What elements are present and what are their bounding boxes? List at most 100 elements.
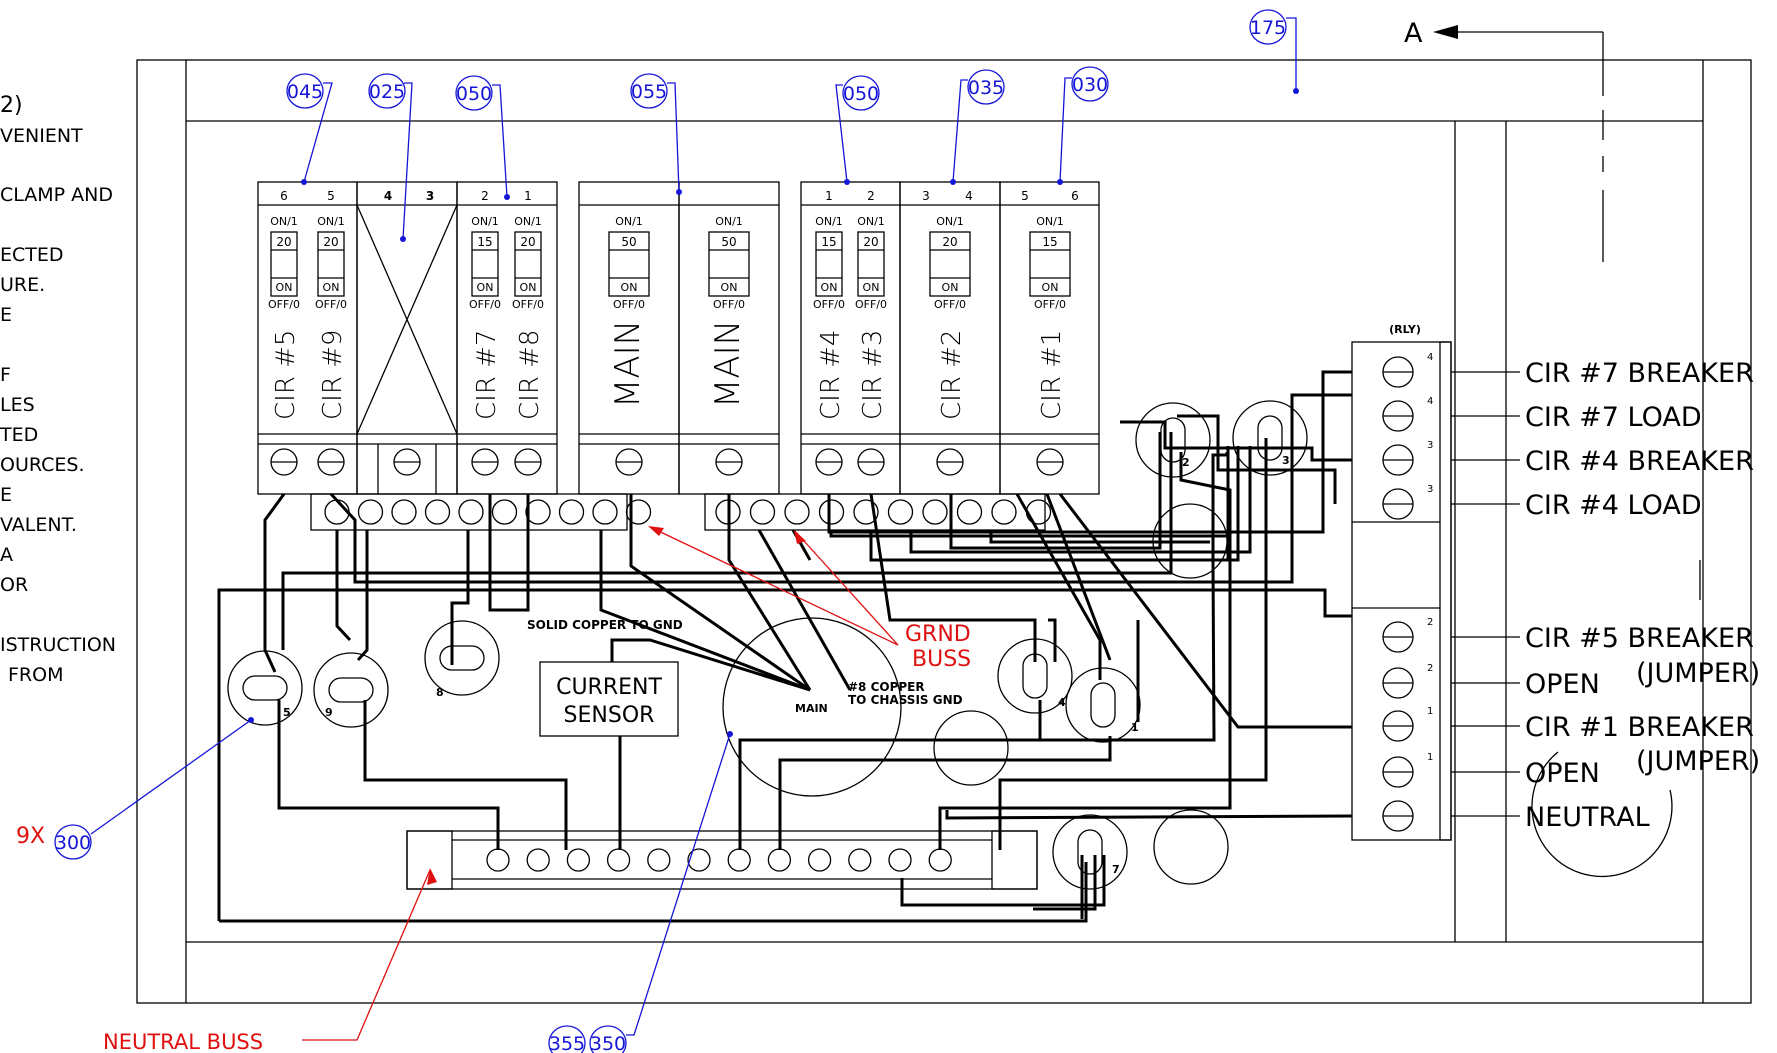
- balloon-circle: [455, 75, 493, 111]
- relay-terminal-number: 1: [1427, 706, 1433, 717]
- relay-terminal-number: 3: [1427, 484, 1433, 495]
- buss-screw: [486, 848, 510, 872]
- off-label: OFF/0: [855, 298, 887, 311]
- relay-rail: [1439, 341, 1452, 841]
- relay-label: (JUMPER): [1636, 746, 1760, 777]
- on-label: ON/1: [857, 215, 885, 228]
- current-sensor-label: SENSOR: [564, 703, 655, 728]
- pole-number: 1: [524, 189, 532, 203]
- buss-screw: [647, 848, 671, 872]
- balloon-leader: [667, 82, 680, 193]
- balloon-number: 175: [1250, 17, 1286, 39]
- balloon-leader: [492, 84, 508, 198]
- wire: [1177, 414, 1337, 504]
- wire: [938, 452, 1232, 850]
- relay-label: CIR #4 LOAD: [1525, 490, 1702, 521]
- leader-dot: [248, 717, 254, 723]
- ct-number: 9: [325, 706, 333, 719]
- pole-number: 2: [481, 189, 489, 203]
- relay-labels: CIR #7 BREAKER CIR #7 LOAD CIR #4 BREAKE…: [1451, 358, 1760, 878]
- strip-screw: [853, 499, 879, 525]
- pole-number: 5: [327, 189, 335, 203]
- pole-number: 1: [825, 189, 833, 203]
- wiring: [217, 370, 1353, 923]
- relay-body: [1351, 341, 1452, 841]
- ct-outer: [1052, 814, 1128, 890]
- buss-screw: [888, 848, 912, 872]
- enclosure-outer: [136, 59, 1752, 1004]
- balloon-leader: [402, 82, 413, 240]
- wire: [998, 438, 1268, 850]
- strip-screw: [391, 499, 417, 525]
- on-label: ON/1: [815, 215, 843, 228]
- grnd-leader: [649, 526, 899, 646]
- wire-loop-bottom: [219, 862, 1088, 923]
- ct-number: 8: [436, 686, 444, 699]
- neutral-buss-label: NEUTRAL BUSS: [103, 1030, 263, 1053]
- note-line: TED: [0, 424, 38, 446]
- balloon-leader: [1286, 17, 1297, 91]
- toggle-frame: [471, 231, 499, 297]
- note-line: E: [0, 484, 12, 506]
- note-line: VALENT.: [0, 514, 77, 536]
- relay-title: (RLY): [1389, 323, 1421, 336]
- strip-screw: [357, 499, 384, 525]
- note-line: ECTED: [0, 244, 64, 266]
- breaker-label: CIR #5: [271, 330, 301, 420]
- on-label: ON: [1042, 281, 1059, 294]
- enclosure: [136, 59, 1752, 1004]
- section-arrow-head: [1433, 25, 1458, 39]
- on-label: ON/1: [936, 215, 964, 228]
- ct-outer: [1232, 400, 1308, 476]
- breaker-label: MAIN: [608, 320, 648, 408]
- toggle-frame: [1029, 231, 1071, 297]
- wire-loop-outer: [217, 588, 1352, 921]
- terminal-screws: [324, 499, 1052, 525]
- pole-number: 3: [922, 189, 930, 203]
- wire: [1045, 493, 1112, 661]
- off-label: OFF/0: [512, 298, 544, 311]
- wire: [945, 810, 1353, 820]
- balloon-number: 300: [55, 832, 91, 854]
- neutral-buss-end: [406, 830, 453, 890]
- note-line: ISTRUCTION: [0, 634, 116, 656]
- wire: [281, 432, 1173, 650]
- main-ct-circle: [722, 617, 902, 797]
- strip-screw: [991, 499, 1017, 525]
- toggle-frame: [857, 231, 885, 297]
- buss-screw: [848, 848, 872, 872]
- strip-screw: [784, 499, 810, 525]
- wire: [599, 530, 811, 692]
- ct-number: 4: [1058, 696, 1066, 709]
- balloon-circle: [54, 824, 92, 860]
- balloon-number: 035: [968, 77, 1004, 99]
- rating-value: 20: [863, 235, 878, 249]
- breaker-blank: [356, 181, 458, 495]
- relay-terminal-number: 2: [1427, 617, 1433, 628]
- ct-number: 5: [283, 706, 291, 719]
- toggle-frame: [270, 231, 298, 297]
- grnd-buss-label: BUSS: [912, 647, 971, 672]
- ct-outer: [313, 652, 389, 728]
- balloon-circle: [630, 73, 668, 109]
- rating-value: 15: [477, 235, 492, 249]
- rating-value: 20: [520, 235, 535, 249]
- balloon-number: 350: [590, 1033, 626, 1053]
- ct-number: 2: [1182, 456, 1190, 469]
- balloon-leader: [90, 719, 252, 835]
- buss-screw: [928, 848, 952, 872]
- on-label: ON/1: [270, 215, 298, 228]
- on-label: ON: [621, 281, 638, 294]
- wire: [263, 493, 286, 673]
- breaker-label: CIR #3: [858, 330, 888, 420]
- balloon-leader: [835, 84, 848, 183]
- toggle-frame: [514, 231, 542, 297]
- breaker-label: CIR #1: [1037, 330, 1067, 420]
- on-label: ON: [323, 281, 340, 294]
- toggle-frame: [608, 231, 650, 297]
- balloon-number: 025: [369, 81, 405, 103]
- strip-screw: [324, 499, 350, 525]
- rating-value: 50: [621, 235, 636, 249]
